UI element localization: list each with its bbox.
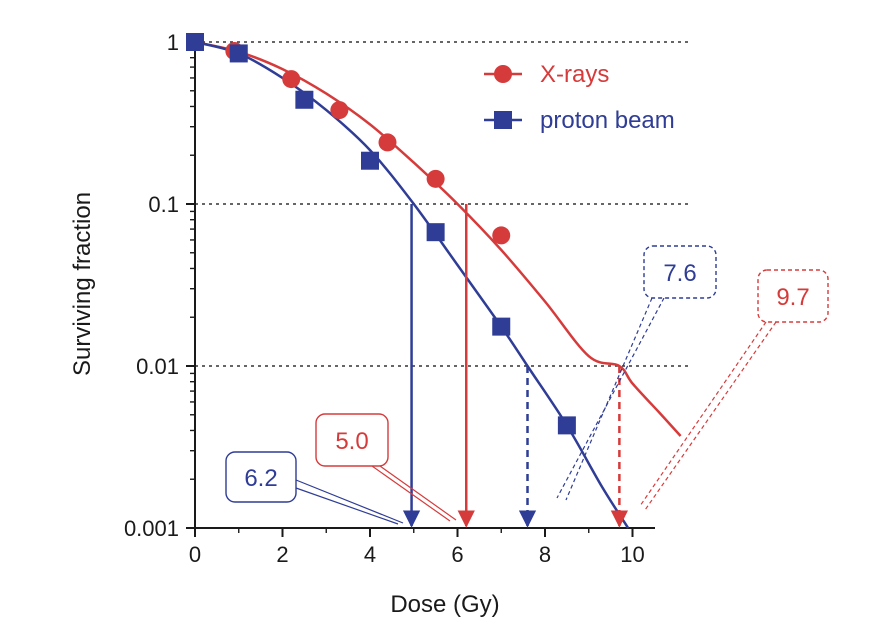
axes	[194, 38, 655, 529]
grid-lines	[195, 41, 690, 367]
callout-leader-3-0	[644, 321, 777, 511]
legend-entry-xrays: X-rays	[484, 61, 609, 88]
callout-1: 5.0	[315, 413, 457, 522]
callout-box-2	[643, 245, 717, 299]
legend-marker-xrays	[494, 65, 512, 83]
data-point-proton-beam-2	[295, 90, 314, 109]
y-tick-label-3: 0.001	[124, 516, 179, 541]
data-point-proton-beam-5	[492, 317, 511, 336]
legend-label-proton-beam: proton beam	[540, 107, 675, 134]
legend-marker-proton-beam	[494, 111, 512, 129]
data-point-xrays-6	[492, 226, 511, 245]
x-tick-label-4: 8	[539, 542, 551, 567]
callout-label-2: 7.6	[663, 260, 696, 287]
dose-callouts: 6.2 5.0 7.6 9.7	[225, 245, 829, 525]
callout-leader-1-0	[379, 465, 457, 521]
data-point-proton-beam-1	[229, 44, 248, 63]
data-point-xrays-5	[426, 169, 445, 188]
data-markers	[186, 33, 576, 435]
callout-leader-2-1	[565, 297, 653, 501]
data-point-xrays-3	[330, 101, 349, 120]
data-point-proton-beam-0	[186, 33, 204, 51]
legend-label-xrays: X-rays	[540, 61, 609, 88]
callout-label-3: 9.7	[776, 284, 809, 311]
data-point-xrays-2	[282, 70, 301, 89]
callout-leader-0-1	[295, 487, 399, 525]
x-tick-label-3: 6	[451, 542, 463, 567]
data-point-proton-beam-4	[426, 223, 445, 242]
x-tick-label-0: 0	[189, 542, 201, 567]
dose-droplines	[402, 204, 629, 528]
callout-0: 6.2	[225, 451, 404, 525]
callout-label-1: 5.0	[335, 428, 368, 455]
axis-ticks: 1 0.1 0.01 0.001 0 2 4 6 8 10	[124, 30, 645, 567]
callout-leader-3-1	[639, 321, 767, 507]
data-point-xrays-4	[378, 133, 397, 152]
callout-2: 7.6	[556, 245, 717, 501]
callout-leader-0-0	[295, 479, 404, 524]
callout-box-3	[757, 269, 829, 323]
legend: X-rays proton beam	[484, 61, 675, 134]
y-axis-title: Surviving fraction	[69, 192, 96, 376]
y-tick-label-0: 1	[167, 30, 179, 55]
callout-box-1	[315, 413, 389, 467]
callout-3: 9.7	[639, 269, 829, 511]
data-point-proton-beam-3	[361, 151, 379, 170]
x-axis-title: Dose (Gy)	[390, 591, 499, 618]
callout-leader-2-0	[556, 297, 665, 499]
x-tick-label-5: 10	[620, 542, 644, 567]
legend-entry-proton-beam: proton beam	[484, 107, 675, 134]
x-tick-label-1: 2	[276, 542, 288, 567]
callout-label-0: 6.2	[244, 465, 277, 492]
y-tick-label-2: 0.01	[136, 354, 179, 379]
callout-box-0	[225, 451, 297, 503]
data-point-proton-beam-6	[557, 416, 576, 435]
callout-leader-1-1	[371, 465, 451, 522]
x-tick-label-2: 4	[364, 542, 376, 567]
y-tick-label-1: 0.1	[148, 192, 179, 217]
